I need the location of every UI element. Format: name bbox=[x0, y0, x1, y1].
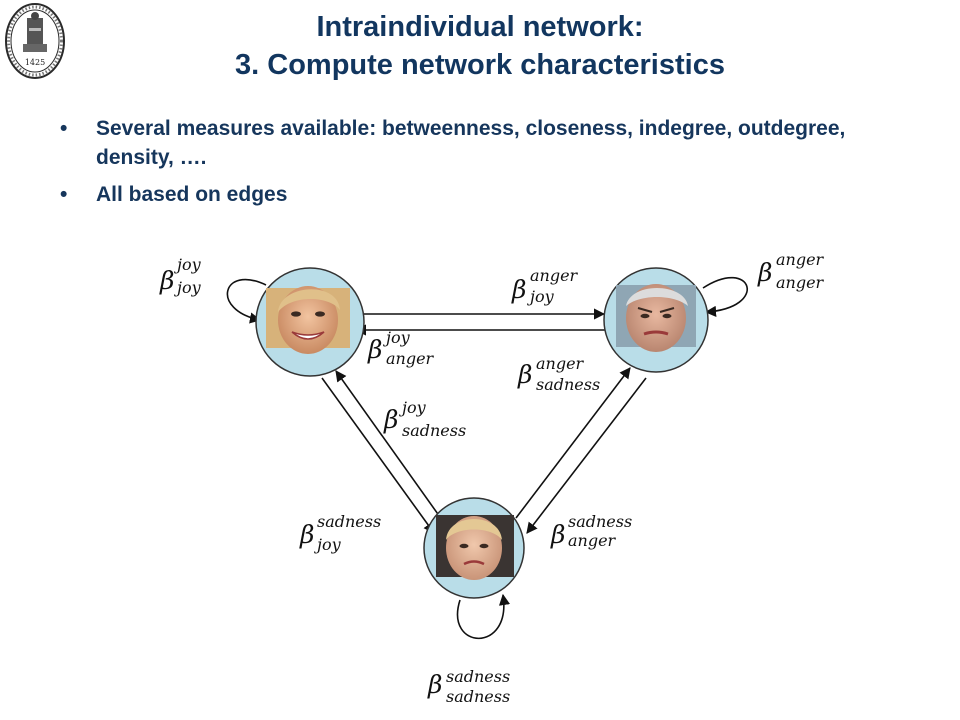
title-line-2: 3. Compute network characteristics bbox=[235, 49, 725, 81]
bullet-list: Several measures available: betweenness,… bbox=[56, 114, 876, 217]
label-beta-sadness-joy: β joy sadness bbox=[383, 398, 466, 440]
university-seal-logo: 1425 bbox=[5, 3, 65, 79]
sad-face-photo bbox=[436, 515, 514, 580]
label-beta-joy-sadness: β sadness joy bbox=[299, 512, 386, 554]
title-line-1: Intraindividual network: bbox=[316, 11, 644, 43]
label-beta-sadness-anger: β anger sadness bbox=[517, 354, 600, 394]
edge-joy-to-sadness bbox=[321, 377, 435, 534]
edges bbox=[226, 276, 748, 640]
edge-sadness-to-joy bbox=[335, 370, 446, 525]
bullet-item: All based on edges bbox=[56, 180, 876, 209]
label-beta-anger-sadness: β sadness anger bbox=[550, 512, 637, 550]
bullet-item: Several measures available: betweenness,… bbox=[56, 114, 876, 172]
label-beta-anger-anger: β anger anger bbox=[757, 250, 828, 292]
smiling-face-photo bbox=[266, 286, 350, 354]
label-beta-anger-joy: β joy anger bbox=[367, 328, 435, 368]
slide-title: Intraindividual network: 3. Compute netw… bbox=[90, 8, 870, 84]
edge-sadness-to-anger bbox=[515, 367, 631, 519]
node-anger bbox=[603, 267, 709, 373]
edge-sadness-self-loop bbox=[456, 593, 511, 640]
node-sadness bbox=[423, 497, 525, 599]
label-beta-joy-joy: β joy joy bbox=[159, 255, 206, 297]
angry-face-photo bbox=[616, 284, 696, 352]
edge-joy-self-loop bbox=[226, 278, 267, 324]
edge-anger-to-sadness bbox=[526, 377, 647, 534]
node-joy bbox=[255, 267, 365, 377]
label-beta-sadness-sadness: β sadness sadness bbox=[427, 667, 515, 706]
seal-year: 1425 bbox=[25, 58, 45, 67]
label-beta-joy-anger: β anger joy bbox=[511, 266, 582, 306]
edge-anger-self-loop bbox=[702, 276, 748, 317]
edge-labels: β joy joy β anger joy β anger anger β jo… bbox=[159, 250, 828, 706]
